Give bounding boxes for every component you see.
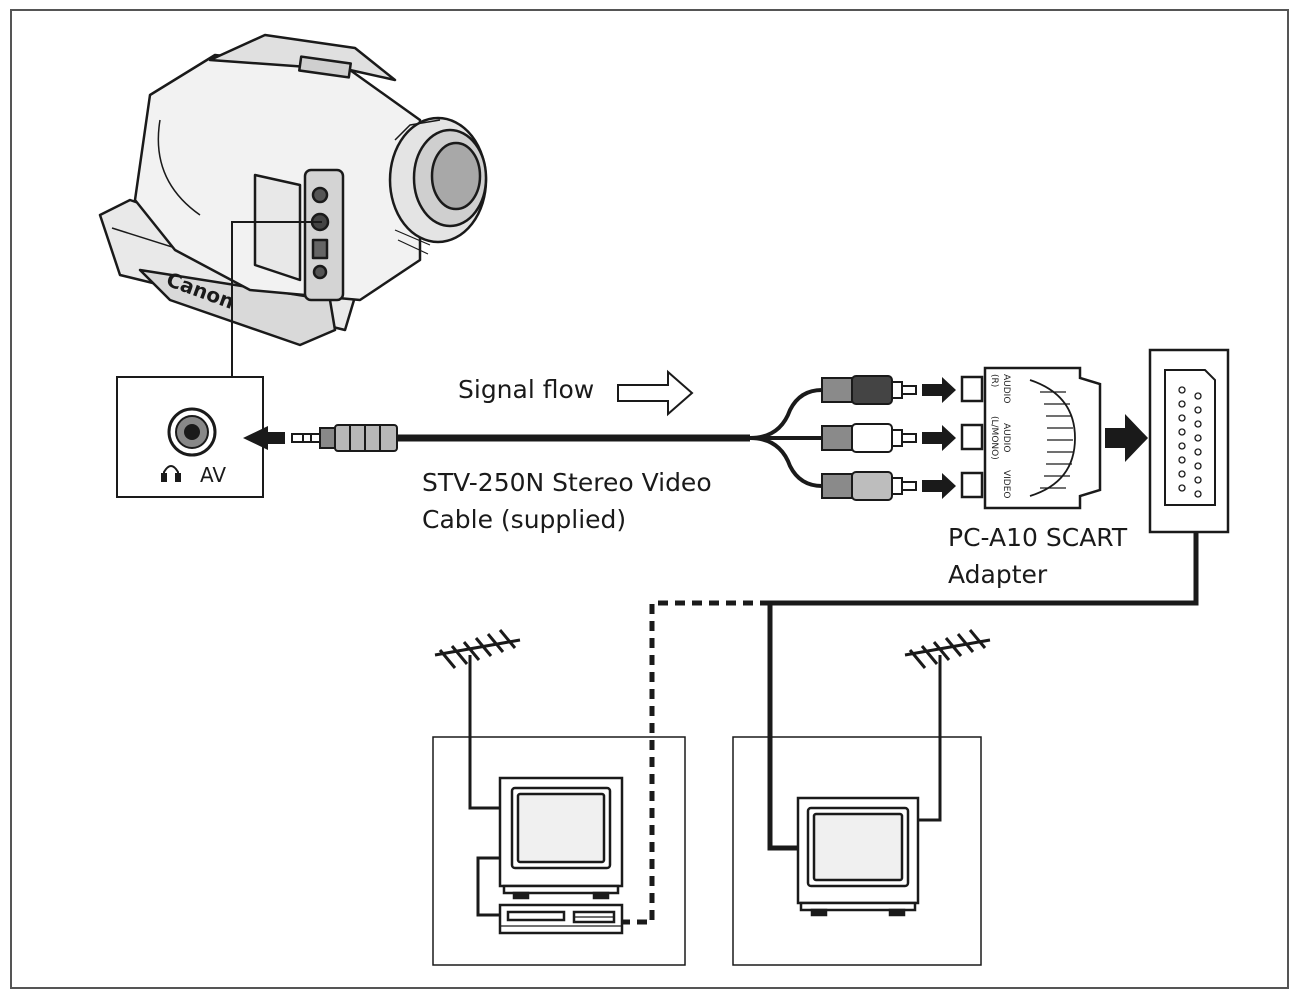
headphone-icon: [161, 465, 181, 482]
cable-branch-top: [749, 388, 823, 440]
rca-plug-video: [821, 471, 917, 501]
antenna-cable-right: [918, 685, 942, 822]
setup-tv: [732, 629, 991, 966]
arrow-right-icon: [922, 377, 956, 499]
antenna-icon: [904, 629, 991, 685]
antenna-cable-left: [468, 685, 500, 810]
av-terminal-label: AV: [200, 463, 226, 487]
arrow-left-icon: [243, 426, 285, 450]
av-terminal-callout: AV: [116, 376, 264, 498]
setup-frame-right: [732, 736, 982, 966]
rca-plug-audio-l: [821, 423, 917, 453]
connection-line-dashed: [622, 600, 770, 925]
adapter-label-audio-r: AUDIO: [1001, 374, 1011, 403]
scart-socket: [1148, 348, 1230, 534]
av-jack-icon: [167, 407, 217, 457]
adapter-label-audio-l: AUDIO: [1001, 423, 1011, 452]
arrow-right-large-icon: [1105, 414, 1148, 462]
setup-tv-vcr: [432, 629, 686, 966]
tv-vcr-cable: [476, 856, 500, 917]
scart-adapter: [960, 366, 1102, 510]
antenna-icon: [434, 629, 521, 685]
setup-frame-left: [432, 736, 686, 966]
diagram-frame: [10, 9, 1289, 989]
adapter-label-audio-r-sub: (R): [989, 374, 999, 387]
cable-label-line2: Cable (supplied): [422, 505, 626, 534]
callout-leader-line: [231, 221, 322, 378]
adapter-label-line2: Adapter: [948, 560, 1048, 589]
stereo-mini-plug: [291, 424, 398, 452]
hollow-arrow-right-icon: [617, 369, 694, 417]
vcr-icon: [498, 903, 624, 935]
signal-flow-label: Signal flow: [458, 375, 594, 404]
rca-plug-audio-r: [821, 375, 917, 405]
tv-icon: [498, 776, 624, 900]
tv-icon: [796, 796, 920, 917]
cable-branch-bottom: [749, 436, 823, 488]
adapter-label-line1: PC-A10 SCART: [948, 523, 1128, 552]
adapter-label-audio-l-sub: (L/MONO): [989, 416, 999, 460]
cable-label-line1: STV-250N Stereo Video: [422, 468, 712, 497]
adapter-label-video: VIDEO: [1001, 470, 1011, 499]
camcorder-illustration: [98, 33, 488, 347]
